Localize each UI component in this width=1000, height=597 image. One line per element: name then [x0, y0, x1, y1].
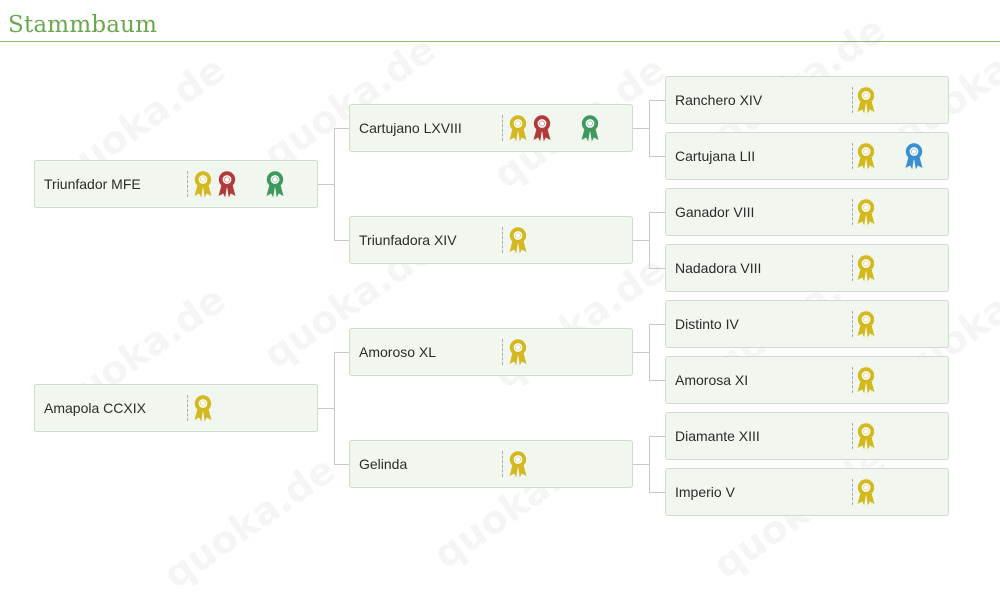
- award-divider: [852, 255, 853, 281]
- pedigree-connector-line: [633, 352, 649, 353]
- award-divider: [852, 199, 853, 225]
- award-divider: [502, 339, 503, 365]
- pedigree-connector-line: [649, 268, 665, 269]
- award-rosette-green-icon: [265, 170, 285, 198]
- award-divider: [852, 479, 853, 505]
- pedigree-connector-line: [633, 240, 649, 241]
- pedigree-connector-line: [334, 352, 335, 465]
- award-rosette-gold-icon: [856, 142, 876, 170]
- award-rosette-gold-icon: [856, 198, 876, 226]
- horse-card-imperio-v[interactable]: Imperio V: [665, 468, 949, 516]
- horse-card-triunfador-mfe[interactable]: Triunfador MFE: [34, 160, 318, 208]
- pedigree-connector-line: [649, 212, 650, 269]
- horse-name[interactable]: Amapola CCXIX: [44, 400, 146, 416]
- award-rosette-gold-icon: [508, 114, 528, 142]
- award-rosette-gold-icon: [856, 422, 876, 450]
- pedigree-connector-line: [633, 464, 649, 465]
- award-divider: [502, 227, 503, 253]
- pedigree-connector-line: [334, 240, 349, 241]
- horse-card-ranchero-xiv[interactable]: Ranchero XIV: [665, 76, 949, 124]
- pedigree-connector-line: [649, 324, 665, 325]
- award-rosette-gold-icon: [856, 86, 876, 114]
- horse-name[interactable]: Ganador VIII: [675, 204, 755, 220]
- horse-name[interactable]: Triunfadora XIV: [359, 232, 457, 248]
- award-divider: [187, 395, 188, 421]
- horse-card-cartujana-lii[interactable]: Cartujana LII: [665, 132, 949, 180]
- horse-name[interactable]: Imperio V: [675, 484, 735, 500]
- horse-name[interactable]: Amorosa XI: [675, 372, 749, 388]
- pedigree-connector-line: [649, 212, 665, 213]
- pedigree-connector-line: [334, 352, 349, 353]
- award-divider: [502, 451, 503, 477]
- horse-name[interactable]: Nadadora VIII: [675, 260, 762, 276]
- horse-card-cartujano-lxviii[interactable]: Cartujano LXVIII: [349, 104, 633, 152]
- award-rosette-red-icon: [532, 114, 552, 142]
- horse-name[interactable]: Amoroso XL: [359, 344, 437, 360]
- pedigree-connector-line: [334, 464, 349, 465]
- horse-card-amapola-ccxix[interactable]: Amapola CCXIX: [34, 384, 318, 432]
- pedigree-connector-line: [649, 156, 665, 157]
- horse-name[interactable]: Triunfador MFE: [44, 176, 141, 192]
- horse-name[interactable]: Cartujano LXVIII: [359, 120, 462, 136]
- page-title: Stammbaum: [8, 12, 158, 38]
- award-rosette-gold-icon: [193, 170, 213, 198]
- pedigree-connector-line: [649, 380, 665, 381]
- watermark-text: quoka.de: [155, 447, 343, 597]
- award-rosette-gold-icon: [856, 310, 876, 338]
- pedigree-connector-line: [318, 184, 334, 185]
- pedigree-connector-line: [334, 128, 349, 129]
- pedigree-connector-line: [649, 492, 665, 493]
- horse-card-distinto-iv[interactable]: Distinto IV: [665, 300, 949, 348]
- award-divider: [852, 423, 853, 449]
- horse-card-nadadora-viii[interactable]: Nadadora VIII: [665, 244, 949, 292]
- award-rosette-gold-icon: [508, 226, 528, 254]
- pedigree-connector-line: [649, 436, 665, 437]
- award-divider: [852, 367, 853, 393]
- award-divider: [852, 311, 853, 337]
- award-rosette-gold-icon: [856, 478, 876, 506]
- horse-card-gelinda[interactable]: Gelinda: [349, 440, 633, 488]
- award-rosette-gold-icon: [193, 394, 213, 422]
- award-divider: [852, 143, 853, 169]
- horse-card-amorosa-xi[interactable]: Amorosa XI: [665, 356, 949, 404]
- horse-card-triunfadora-xiv[interactable]: Triunfadora XIV: [349, 216, 633, 264]
- pedigree-connector-line: [649, 100, 665, 101]
- award-rosette-red-icon: [217, 170, 237, 198]
- award-rosette-gold-icon: [508, 338, 528, 366]
- pedigree-connector-line: [633, 128, 649, 129]
- pedigree-connector-line: [649, 100, 650, 157]
- award-rosette-blue-icon: [904, 142, 924, 170]
- award-rosette-gold-icon: [508, 450, 528, 478]
- pedigree-connector-line: [334, 128, 335, 241]
- horse-name[interactable]: Distinto IV: [675, 316, 739, 332]
- horse-name[interactable]: Cartujana LII: [675, 148, 756, 164]
- pedigree-connector-line: [318, 408, 334, 409]
- horse-card-amoroso-xl[interactable]: Amoroso XL: [349, 328, 633, 376]
- pedigree-connector-line: [649, 324, 650, 381]
- pedigree-connector-line: [649, 436, 650, 493]
- title-divider: [0, 41, 1000, 42]
- horse-name[interactable]: Ranchero XIV: [675, 92, 763, 108]
- horse-name[interactable]: Gelinda: [359, 456, 408, 472]
- award-divider: [502, 115, 503, 141]
- award-rosette-gold-icon: [856, 366, 876, 394]
- award-divider: [852, 87, 853, 113]
- horse-name[interactable]: Diamante XIII: [675, 428, 760, 444]
- award-rosette-gold-icon: [856, 254, 876, 282]
- watermark-text: quoka.de: [255, 27, 443, 177]
- horse-card-diamante-xiii[interactable]: Diamante XIII: [665, 412, 949, 460]
- horse-card-ganador-viii[interactable]: Ganador VIII: [665, 188, 949, 236]
- award-divider: [187, 171, 188, 197]
- award-rosette-green-icon: [580, 114, 600, 142]
